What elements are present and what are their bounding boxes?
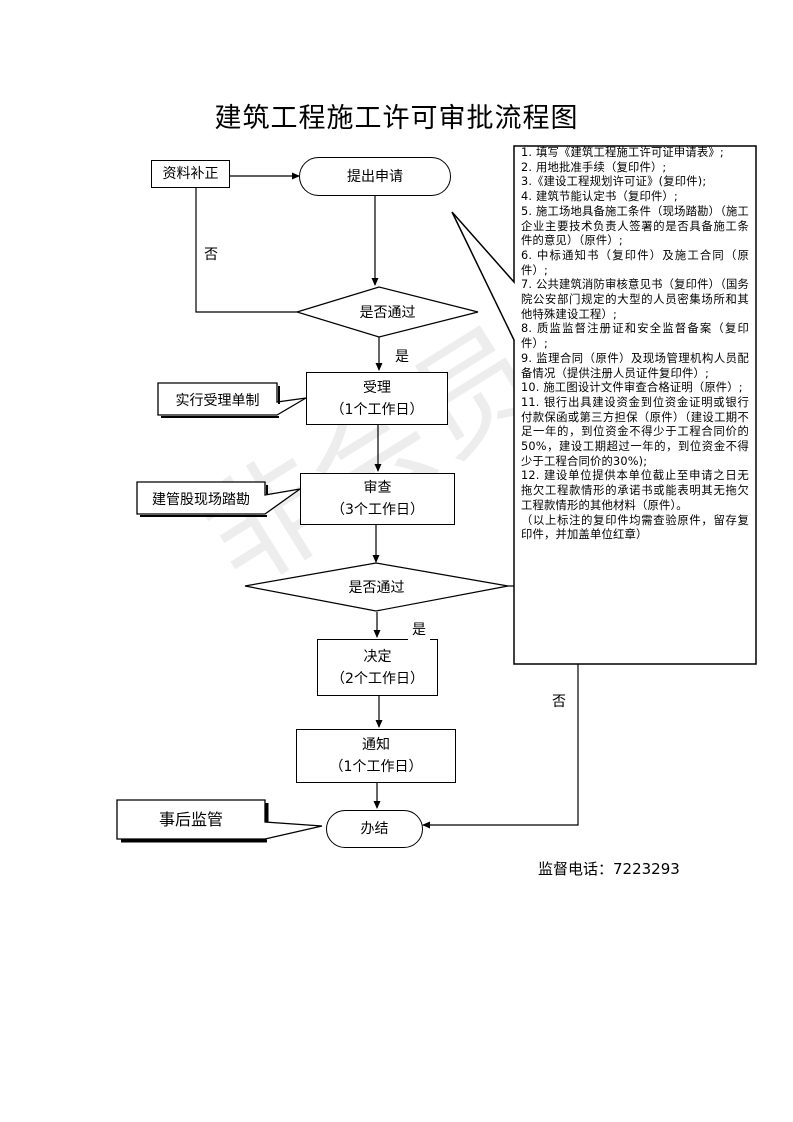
node-decide-time: （2个工作日）	[331, 670, 424, 687]
node-review: 审查 （3个工作日）	[300, 473, 455, 525]
doc-item: 11. 银行出具建设资金到位资金证明或银行付款保函或第三方担保（原件）（建设工期…	[521, 395, 749, 468]
node-notify-name: 通知	[362, 737, 390, 753]
node-accept-time: （1个工作日）	[330, 401, 424, 418]
doc-item: 9. 监理合同（原件）及现场管理机构人员配备情况（提供注册人员证件复印件）;	[521, 351, 749, 380]
decision-diamond-2	[244, 562, 509, 612]
node-notify-time: （1个工作日）	[329, 759, 423, 775]
doc-item: 5. 施工场地具备施工条件（现场踏勘）（施工企业主要技术负责人签署的是否具备施工…	[521, 204, 749, 248]
node-finish: 办结	[326, 810, 423, 848]
doc-item: 3.《建设工程规划许可证》(复印件);	[521, 175, 707, 189]
edge-check1-no	[195, 188, 297, 313]
node-apply-label: 提出申请	[347, 168, 403, 185]
edge-label-yes-1: 是	[395, 349, 409, 365]
page-title: 建筑工程施工许可审批流程图	[214, 103, 579, 134]
documents-callout-shape	[451, 145, 757, 665]
node-supplement-label: 资料补正	[162, 166, 219, 182]
edge-label-yes-2: 是	[408, 619, 430, 641]
node-review-name: 审查	[363, 480, 392, 496]
doc-item: 8. 质监监督注册证和安全监督备案（复印件）;	[521, 322, 749, 351]
doc-item: （以上标注的复印件均需查验原件，留存复印件，并加盖单位红章）	[521, 513, 749, 542]
doc-item: 7. 公共建筑消防审核意见书（复印件）（国务院公安部门规定的大型的人员密集场所和…	[521, 278, 749, 321]
node-accept-name: 受理	[363, 379, 391, 396]
doc-item: 10. 施工图设计文件审查合格证明（原件）;	[521, 381, 743, 395]
doc-item: 1. 填写《建筑工程施工许可证申请表》;	[521, 146, 724, 159]
edge-label-no-right: 否	[552, 694, 566, 710]
node-apply: 提出申请	[299, 157, 451, 196]
supervision-phone: 监督电话：7223293	[538, 860, 680, 878]
decision-diamond-1	[294, 286, 479, 338]
doc-item: 6. 中标通知书（复印件）及施工合同（原件）;	[521, 248, 749, 277]
doc-item: 2. 用地批准手续（复印件）;	[521, 160, 667, 174]
node-check1-label: 是否通过	[359, 305, 416, 321]
node-supplement: 资料补正	[151, 160, 230, 188]
doc-item: 12. 建设单位提供本单位截止至申请之日无拖欠工程款情形的承诺书或能表明其无拖欠…	[521, 469, 749, 512]
node-accept: 受理 （1个工作日）	[306, 372, 448, 425]
doc-item: 4. 建筑节能认定书（复印件）;	[521, 190, 678, 204]
callout-finish-shape	[116, 799, 323, 840]
required-documents-list: 1. 填写《建筑工程施工许可证申请表》; 2. 用地批准手续（复印件）; 3.《…	[521, 146, 749, 543]
node-finish-label: 办结	[360, 821, 389, 837]
callout-finish-text: 事后监管	[158, 810, 223, 829]
callout-review-text: 建管股现场踏勘	[152, 492, 250, 508]
edge-label-no-left: 否	[204, 247, 218, 263]
node-decide-name: 决定	[363, 648, 392, 665]
node-check2-label: 是否通过	[348, 580, 405, 596]
node-notify: 通知 （1个工作日）	[296, 729, 456, 783]
callout-accept-text: 实行受理单制	[175, 393, 260, 409]
node-review-time: （3个工作日）	[331, 502, 424, 518]
node-decide: 决定 （2个工作日）	[317, 639, 438, 696]
